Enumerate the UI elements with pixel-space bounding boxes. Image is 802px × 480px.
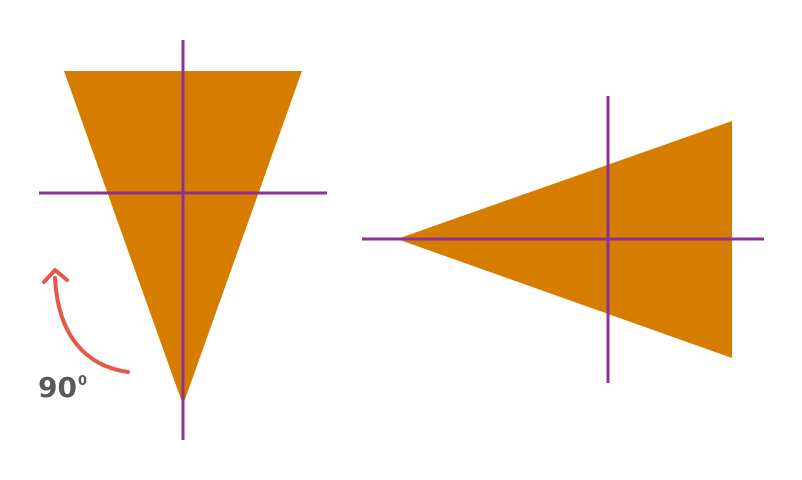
rotation-angle-value: 90	[38, 371, 77, 404]
rotation-angle-label: 900	[38, 374, 87, 402]
rotation-arrow-icon	[42, 268, 130, 374]
rotated-figure	[362, 96, 764, 383]
original-figure	[39, 40, 327, 440]
rotation-angle-unit: 0	[77, 373, 88, 389]
